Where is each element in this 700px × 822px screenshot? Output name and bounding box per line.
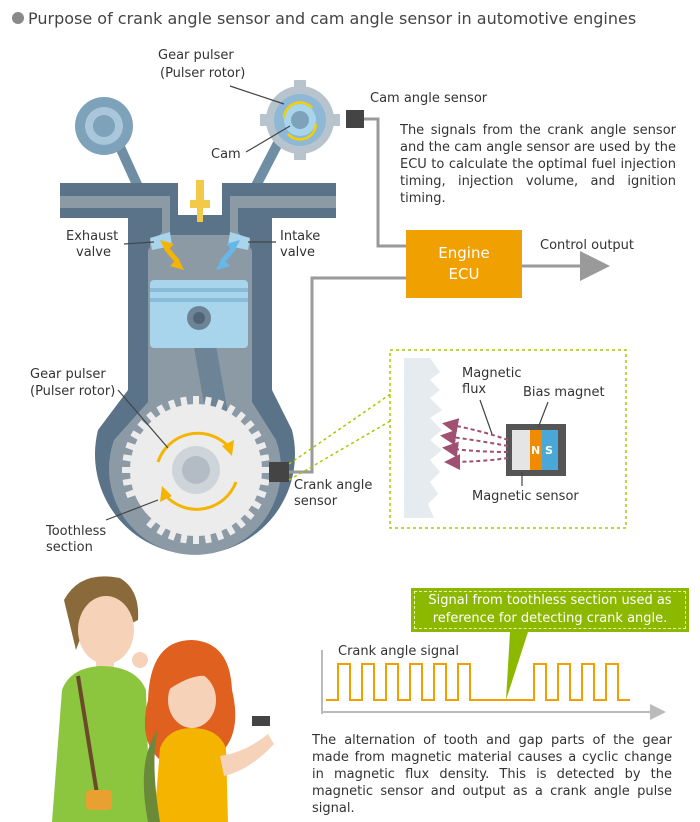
ecu-label-line1: Engine (438, 244, 490, 262)
magnetic-flux-arrows (440, 418, 509, 470)
ecu-label-line2: ECU (448, 265, 480, 283)
gear-tooth (204, 532, 212, 544)
callout-pointer (506, 632, 528, 700)
label-crank-angle-signal: Crank angle signal (338, 644, 459, 659)
page-title: Purpose of crank angle sensor and cam an… (28, 9, 637, 28)
signal-axes (321, 650, 666, 720)
zoom-box (389, 349, 627, 529)
magnetic-sensor-assembly (506, 424, 566, 476)
label-intake: Intake (280, 229, 321, 244)
gear-tooth (204, 396, 212, 408)
engine-ecu-box: Engine ECU (406, 230, 522, 298)
label-exhaust: Exhaust (66, 229, 119, 244)
gear-tooth (122, 454, 134, 462)
cam-rotation-arrows (282, 101, 318, 141)
leader-lines (105, 85, 291, 521)
label-gear-pulser-bottom: Gear pulser (30, 367, 106, 382)
intake-flow-arrow (216, 240, 240, 270)
label-flux: flux (462, 382, 487, 397)
crank-rotation-arrows (156, 431, 238, 511)
callout-line2: reference for detecting crank angle. (432, 611, 668, 626)
gear-tooth (193, 396, 199, 406)
label-exhaust-valve: valve (76, 245, 111, 260)
crank-arrow-head-1 (222, 440, 234, 456)
gear-tooth (260, 467, 270, 473)
label-control-output: Control output (540, 238, 635, 253)
label-intake-valve: valve (280, 245, 315, 260)
crank-gear-pulser (122, 396, 270, 544)
label-pulser-rotor-top: (Pulser rotor) (160, 66, 246, 81)
gear-tooth (258, 454, 270, 462)
label-s-pole: S (545, 444, 553, 457)
crank-arrow-head-2 (160, 486, 172, 502)
label-crank-sensor: sensor (294, 494, 338, 509)
gear-tooth (180, 532, 188, 544)
label-magnetic: Magnetic (462, 366, 522, 381)
gear-tooth (193, 534, 199, 544)
gear-tooth (180, 396, 188, 408)
label-cam-angle-sensor: Cam angle sensor (370, 91, 488, 106)
zoom-leaders (479, 399, 549, 486)
gear-tooth (122, 478, 134, 486)
crank-angle-pulse-signal (326, 663, 630, 701)
label-pulser-rotor-bottom: (Pulser rotor) (30, 384, 116, 399)
gear-tooth (258, 478, 270, 486)
label-crank-angle: Crank angle (294, 478, 373, 493)
piston (150, 280, 248, 348)
label-n-pole: N (531, 444, 541, 457)
callout-line1: Signal from toothless section used as (428, 593, 672, 608)
label-magnetic-sensor: Magnetic sensor (472, 489, 579, 504)
label-bias-magnet: Bias magnet (523, 385, 605, 400)
zoomed-gear-teeth (404, 358, 442, 518)
title-bullet (12, 12, 24, 24)
exhaust-flow-arrow (160, 240, 184, 270)
gear-tooth (122, 467, 132, 473)
people-illustration (52, 576, 274, 822)
crank-angle-sensor (269, 462, 289, 482)
label-toothless-section: section (46, 540, 93, 555)
cam-angle-sensor (346, 110, 364, 128)
exhaust-cam (75, 97, 133, 155)
spark-plug (190, 180, 210, 222)
label-cam: Cam (211, 147, 241, 162)
label-toothless: Toothless (46, 524, 107, 539)
ecu-description: The signals from the crank angle sensor … (400, 123, 676, 206)
sensor-wires (289, 117, 406, 474)
zoom-lines (288, 392, 393, 481)
signal-description: The alternation of tooth and gap parts o… (312, 733, 672, 816)
toothless-reference-callout: Signal from toothless section used as re… (411, 588, 689, 632)
label-gear-pulser-top: Gear pulser (158, 48, 234, 63)
